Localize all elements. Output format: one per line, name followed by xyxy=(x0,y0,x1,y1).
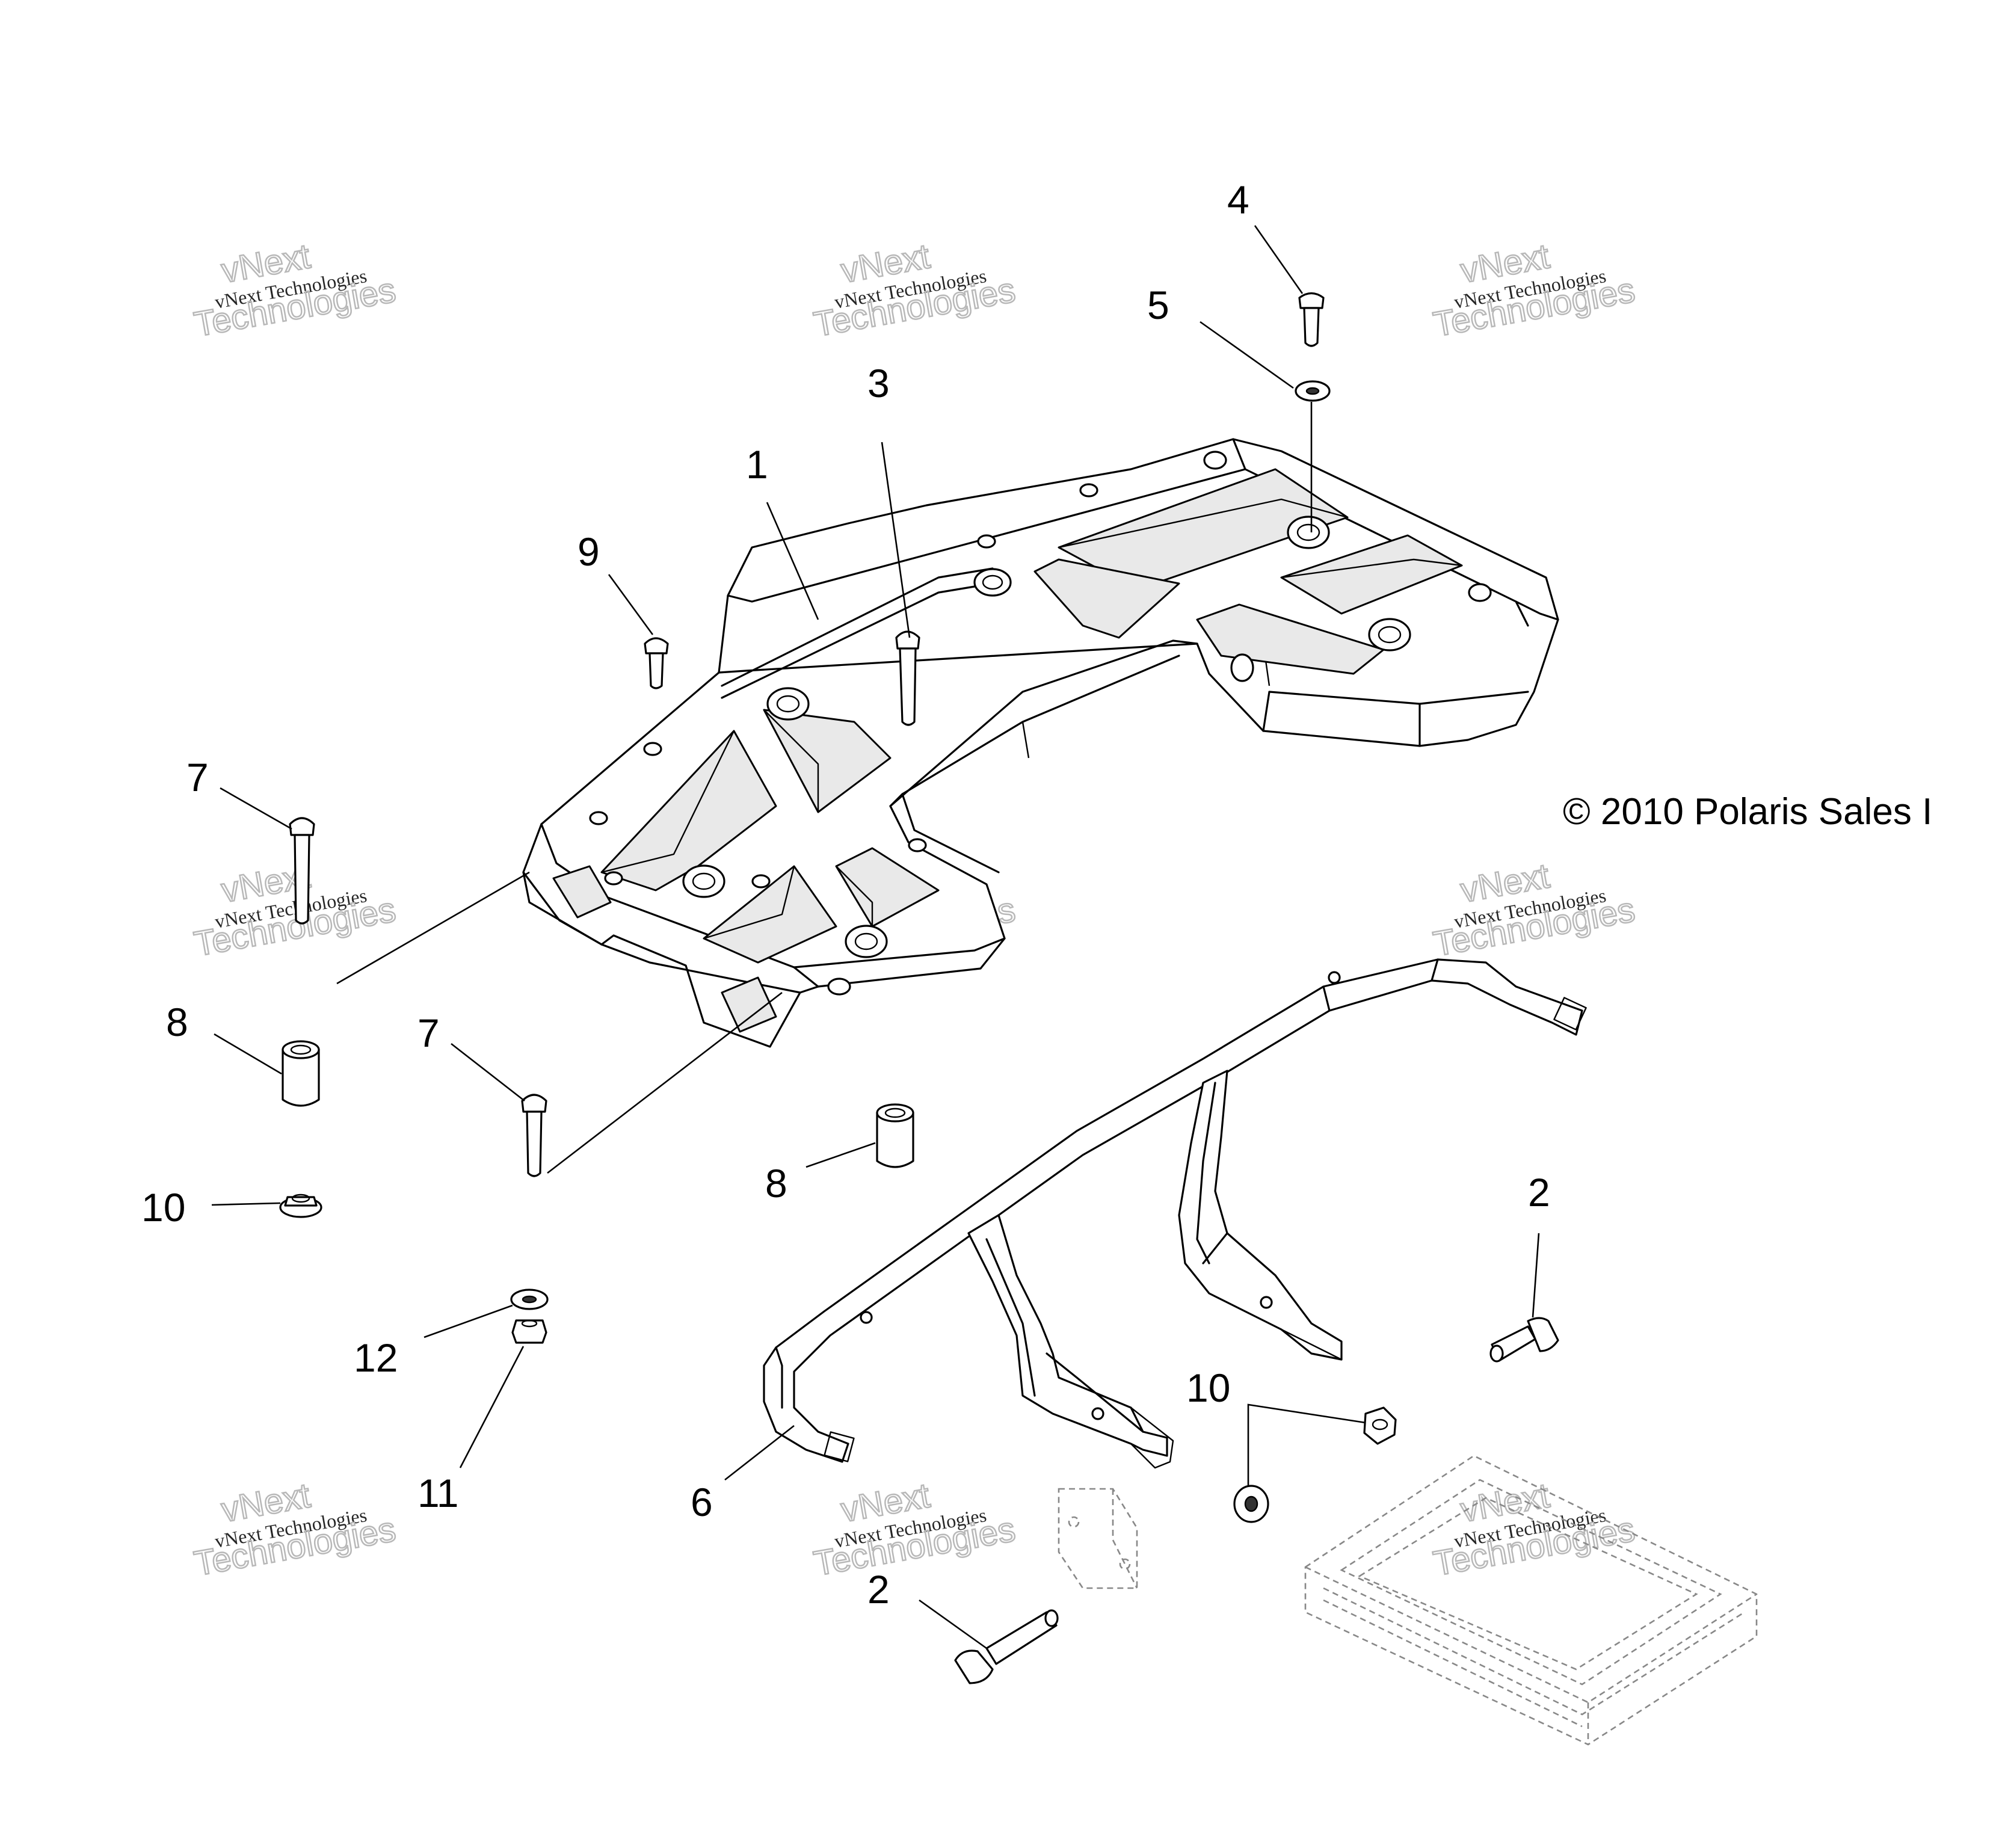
part-10-nut-right xyxy=(1363,1406,1397,1445)
callout-2-lower: 2 xyxy=(867,1567,890,1612)
watermark-8: vNext vNext Technologies Technologies xyxy=(810,1475,1019,1584)
part-rear-rack xyxy=(522,438,1559,1048)
watermark-2: vNext vNext Technologies Technologies xyxy=(810,236,1019,345)
phantom-bracket-plate xyxy=(1058,1488,1138,1589)
rack-mounting-holes xyxy=(589,451,1492,996)
watermark-3: vNext vNext Technologies Technologies xyxy=(1430,236,1639,345)
part-11-nut xyxy=(511,1319,547,1344)
callout-5: 5 xyxy=(1147,283,1169,327)
callout-2-right: 2 xyxy=(1528,1170,1550,1215)
callout-10-left: 10 xyxy=(141,1185,185,1230)
part-5-washer xyxy=(1295,380,1331,402)
part-10-nut-left xyxy=(279,1194,322,1218)
callout-9: 9 xyxy=(578,529,600,574)
part-2-bolt-right xyxy=(1489,1317,1559,1363)
part-7-bolt-upper xyxy=(289,817,315,925)
callout-4: 4 xyxy=(1227,177,1249,222)
part-7-bolt-lower xyxy=(521,1094,547,1177)
copyright-notice: © 2010 Polaris Sales I xyxy=(1563,791,1932,833)
callout-8-left: 8 xyxy=(166,1000,188,1044)
callout-7-upper: 7 xyxy=(186,755,209,799)
callout-7-lower: 7 xyxy=(417,1011,440,1055)
part-4-bolt xyxy=(1298,292,1325,347)
phantom-cargo-box xyxy=(1304,1455,1758,1746)
watermark-1: vNext vNext Technologies Technologies xyxy=(191,236,399,345)
part-8-spacer-left xyxy=(282,1040,320,1107)
callout-3: 3 xyxy=(867,361,890,405)
part-3-bolt xyxy=(895,630,920,726)
callout-6: 6 xyxy=(691,1480,713,1524)
callout-8-middle: 8 xyxy=(765,1161,787,1206)
part-12-washer xyxy=(510,1289,549,1310)
part-10-grommet xyxy=(1233,1485,1269,1523)
part-2-bolt-lower xyxy=(954,1609,1059,1684)
watermark-7: vNext vNext Technologies Technologies xyxy=(191,1475,399,1584)
watermark-4: vNext vNext Technologies Technologies xyxy=(191,855,399,964)
callout-11: 11 xyxy=(417,1471,459,1515)
callout-1: 1 xyxy=(746,442,768,487)
callout-numbers: 1 2 2 3 4 5 6 7 7 8 8 9 10 10 11 12 xyxy=(141,177,1550,1612)
part-9-bolt xyxy=(644,637,669,689)
callout-10-right: 10 xyxy=(1186,1366,1230,1410)
callout-12: 12 xyxy=(354,1335,398,1380)
leader-lines xyxy=(211,225,1540,1649)
watermark-6: vNext vNext Technologies Technologies xyxy=(1430,855,1639,964)
part-8-spacer-middle xyxy=(876,1103,914,1168)
part-rack-support-frame xyxy=(763,958,1587,1469)
watermark-9: vNext vNext Technologies Technologies xyxy=(1430,1475,1639,1584)
